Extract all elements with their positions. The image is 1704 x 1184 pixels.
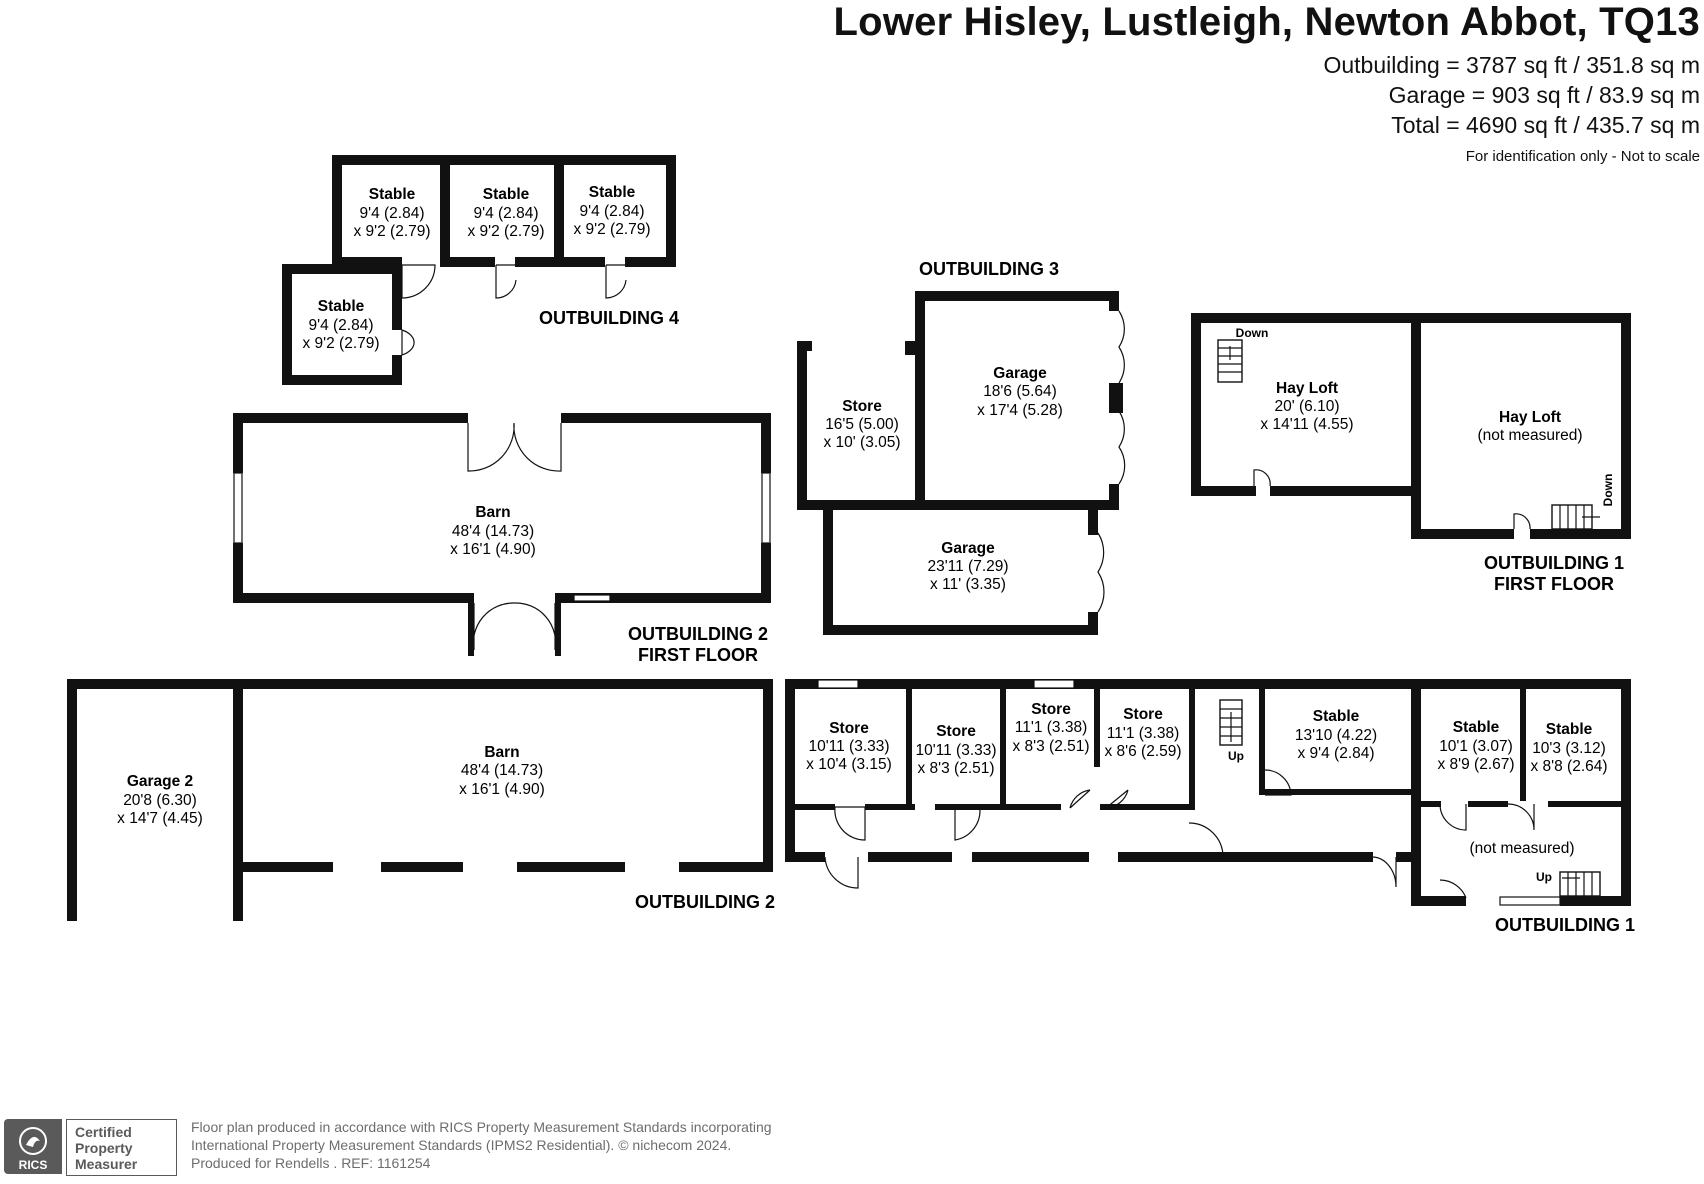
- section-label: OUTBUILDING 2: [635, 892, 775, 912]
- room-dim: x 9'2 (2.79): [573, 221, 650, 238]
- room-dim: 10'1 (3.07): [1439, 738, 1513, 755]
- room-dim: x 17'4 (5.28): [977, 402, 1063, 419]
- outbuilding-4: [282, 155, 676, 385]
- room-dim: x 16'1 (4.90): [450, 541, 536, 558]
- plan-title: Lower Hisley, Lustleigh, Newton Abbot, T…: [833, 0, 1700, 44]
- room-dim: 9'4 (2.84): [580, 203, 645, 220]
- footer-line: Floor plan produced in accordance with R…: [191, 1119, 772, 1135]
- room-dim: x 8'9 (2.67): [1437, 756, 1514, 773]
- stair-label: Down: [1601, 474, 1615, 507]
- rics-logo: RICS: [4, 1119, 62, 1174]
- room-dim: x 8'3 (2.51): [1012, 738, 1089, 755]
- room-dim: x 10'4 (3.15): [806, 756, 892, 773]
- room-dim: 11'1 (3.38): [1107, 725, 1179, 742]
- room-name: Stable: [369, 186, 416, 203]
- section-label: OUTBUILDING 4: [539, 308, 679, 328]
- room-dim: x 9'2 (2.79): [302, 335, 379, 352]
- room-dim: 16'5 (5.00): [825, 416, 899, 433]
- room-name: Barn: [475, 504, 510, 521]
- room-dim: x 8'6 (2.59): [1104, 743, 1181, 760]
- room-dim: 9'4 (2.84): [360, 205, 425, 222]
- room-dim: x 14'11 (4.55): [1260, 416, 1353, 433]
- room-name: Stable: [589, 184, 636, 201]
- room-dim: x 8'8 (2.64): [1530, 758, 1607, 775]
- staircase: [1217, 339, 1600, 530]
- outbuilding-2: [67, 679, 773, 921]
- scale-disclaimer: For identification only - Not to scale: [1465, 148, 1700, 165]
- room-name: Store: [1031, 701, 1071, 718]
- room-name: Stable: [1546, 721, 1593, 738]
- room-name: Store: [829, 720, 869, 737]
- badge-line: Property: [75, 1140, 133, 1156]
- section-label: OUTBUILDING 2: [628, 624, 768, 644]
- room-name: Stable: [318, 298, 365, 315]
- room-name: Store: [1123, 706, 1163, 723]
- room-dim: 10'3 (3.12): [1532, 740, 1606, 757]
- room-dim: 11'1 (3.38): [1015, 719, 1087, 736]
- room-dim: 9'4 (2.84): [474, 205, 539, 222]
- stair-label: Down: [1236, 326, 1269, 340]
- room-dim: 10'11 (3.33): [915, 742, 996, 759]
- footer-line: International Property Measurement Stand…: [191, 1137, 732, 1153]
- room-name: Store: [936, 723, 976, 740]
- section-label: FIRST FLOOR: [1494, 574, 1614, 594]
- room-dim: x 16'1 (4.90): [459, 781, 545, 798]
- room-dim: x 11' (3.35): [930, 576, 1006, 593]
- room-name: Garage 2: [127, 773, 193, 790]
- room-dim: (not measured): [1477, 427, 1582, 444]
- room-name: Stable: [1453, 719, 1500, 736]
- outbuilding-1-first-floor: [1191, 313, 1631, 539]
- section-label: OUTBUILDING 3: [919, 259, 1059, 279]
- room-dim: (not measured): [1469, 840, 1574, 857]
- room-name: Hay Loft: [1276, 380, 1338, 397]
- room-dim: x 10' (3.05): [823, 434, 900, 451]
- room-name: Store: [842, 398, 882, 415]
- section-label: OUTBUILDING 1: [1495, 915, 1635, 935]
- badge-line: Certified: [75, 1124, 132, 1140]
- area-total: Total = 4690 sq ft / 435.7 sq m: [1391, 112, 1700, 138]
- stair-label: Up: [1228, 749, 1244, 763]
- room-dim: 10'11 (3.33): [808, 738, 889, 755]
- room-dim: 18'6 (5.64): [983, 383, 1057, 400]
- room-dim: 9'4 (2.84): [309, 317, 374, 334]
- staircase: [1219, 699, 1601, 897]
- room-dim: 20' (6.10): [1275, 398, 1340, 415]
- room-name: Stable: [1313, 708, 1360, 725]
- room-name: Barn: [484, 744, 519, 761]
- room-dim: 13'10 (4.22): [1295, 727, 1377, 744]
- room-dim: 48'4 (14.73): [452, 523, 534, 540]
- room-dim: 23'11 (7.29): [927, 558, 1008, 575]
- room-dim: x 8'3 (2.51): [917, 760, 994, 777]
- room-name: Stable: [483, 186, 530, 203]
- rics-logo-text: RICS: [19, 1158, 48, 1172]
- footer-line: Produced for Rendells . REF: 1161254: [191, 1155, 431, 1171]
- room-dim: x 9'2 (2.79): [467, 223, 544, 240]
- outbuilding-1: [785, 679, 1631, 906]
- rics-crest-icon: RICS: [19, 1127, 48, 1172]
- section-label: OUTBUILDING 1: [1484, 553, 1624, 573]
- outbuilding-3: [797, 291, 1126, 635]
- room-dim: x 9'4 (2.84): [1297, 745, 1374, 762]
- room-dim: 48'4 (14.73): [461, 762, 543, 779]
- outbuilding-2-first-floor: [233, 413, 771, 656]
- room-dim: x 14'7 (4.45): [117, 810, 203, 827]
- footer-notes: Floor plan produced in accordance with R…: [191, 1118, 772, 1172]
- room-name: Hay Loft: [1499, 409, 1561, 426]
- stair-label: Up: [1536, 870, 1552, 884]
- room-dim: x 9'2 (2.79): [353, 223, 430, 240]
- section-label: FIRST FLOOR: [638, 645, 758, 665]
- area-garage: Garage = 903 sq ft / 83.9 sq m: [1388, 82, 1700, 108]
- room-dim: 20'8 (6.30): [123, 792, 197, 809]
- area-outbuilding: Outbuilding = 3787 sq ft / 351.8 sq m: [1323, 52, 1700, 78]
- badge-line: Measurer: [75, 1156, 138, 1172]
- room-name: Garage: [993, 365, 1047, 382]
- room-name: Garage: [941, 540, 995, 557]
- certified-property-measurer-badge: Certified Property Measurer: [66, 1119, 177, 1176]
